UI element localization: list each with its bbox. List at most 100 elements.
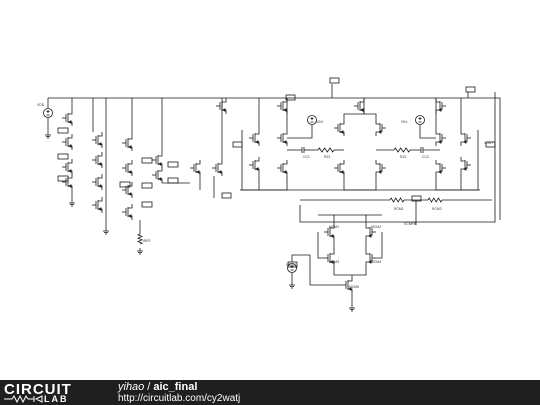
mcm4-mosfet <box>365 250 376 266</box>
label-cc1: CC1 <box>303 155 310 159</box>
mosfet-drain <box>158 152 163 157</box>
mosfet-drain <box>128 160 133 165</box>
mosfet-drain <box>128 182 133 187</box>
stage1-mosfet <box>435 130 446 146</box>
stage1-mosfet <box>460 157 471 173</box>
vbias-source-icon <box>287 263 297 273</box>
net-label-box <box>119 181 131 188</box>
net-label-box <box>57 175 69 182</box>
mosfet-drain <box>222 98 227 103</box>
mosfet-arrow <box>368 260 372 264</box>
mcm3-mosfet <box>324 250 335 266</box>
mosfet-arrow <box>368 234 372 238</box>
bias-mosfet <box>122 204 133 220</box>
net-label-box <box>141 157 153 164</box>
mosfet-drain <box>128 204 133 209</box>
net-label-box <box>465 86 476 93</box>
wire <box>435 173 462 191</box>
stage1-mosfet <box>277 160 288 176</box>
mosfet-arrow <box>128 192 132 196</box>
iref-resistor <box>136 233 144 245</box>
project-title-link[interactable]: aic_final <box>153 381 198 393</box>
mosfet-arrow <box>283 108 287 112</box>
stage1-mosfet <box>435 98 446 114</box>
mosfet-drain <box>283 130 288 135</box>
net-label-box <box>167 161 179 168</box>
wire <box>291 254 310 262</box>
label-group: VDD VIN+ VIN- VOUT VBIAS IREF CC1 CC2 RZ… <box>37 103 493 289</box>
wire <box>333 266 367 276</box>
net-label-box <box>57 153 69 160</box>
stage1-mosfet <box>277 130 288 146</box>
mosfet-arrow <box>463 167 467 171</box>
wire <box>317 232 324 259</box>
wire <box>48 97 501 220</box>
net-label-box <box>232 141 243 148</box>
mosfet-drain <box>435 98 440 103</box>
mosfet-drain <box>98 152 103 157</box>
mosfet-arrow <box>128 170 132 174</box>
input-pair-mosfet <box>375 120 386 136</box>
logo-wave-icon <box>4 394 43 404</box>
mosfet-arrow <box>330 234 334 238</box>
mosfet-arrow <box>378 130 382 134</box>
mosfet-drain <box>218 160 223 165</box>
wire <box>343 176 377 191</box>
mosfet-drain <box>365 224 370 229</box>
mosfet-drain <box>340 120 345 125</box>
source-body <box>307 115 317 125</box>
mosfet-arrow <box>68 120 72 124</box>
vin-plus-source-icon <box>307 115 317 125</box>
net-label-box <box>167 177 179 184</box>
mosfet-drain <box>68 159 73 164</box>
mosfet-arrow <box>463 140 467 144</box>
cc2-capacitor <box>420 147 424 153</box>
label-cc2: CC2 <box>422 155 429 159</box>
mcm5-mosfet <box>342 277 353 293</box>
wire <box>461 130 479 191</box>
mosfet-drain <box>255 157 260 162</box>
source-body <box>43 108 53 118</box>
stage1-mosfet <box>249 157 260 173</box>
net-label-box <box>141 182 153 189</box>
bias-mosfet <box>62 174 73 190</box>
net-label-box <box>485 141 496 148</box>
label-mcm2: MCM2 <box>371 225 381 229</box>
mosfet-arrow <box>348 287 352 291</box>
mosfet-drain <box>460 157 465 162</box>
project-author-link[interactable]: yihao <box>118 381 145 393</box>
logo-wordmark-top: CIRCUIT <box>4 381 72 398</box>
wire <box>343 98 365 120</box>
device-group <box>43 77 496 312</box>
mosfet-arrow <box>98 162 102 166</box>
mosfet-drain <box>98 197 103 202</box>
source-body <box>287 263 297 273</box>
project-url-link[interactable]: http://circuitlab.com/cy2watj <box>118 393 241 404</box>
ground-symbol <box>137 248 143 255</box>
vdd-source-icon <box>43 108 53 118</box>
bias-mosfet <box>212 160 223 176</box>
mosfet-arrow <box>340 170 344 174</box>
mosfet-arrow <box>158 177 162 181</box>
mosfet-arrow <box>438 170 442 174</box>
mosfet-drain <box>196 160 201 165</box>
project-separator: / <box>147 381 151 393</box>
label-mcm5: MCM5 <box>349 285 359 289</box>
mosfet-drain <box>460 130 465 135</box>
mosfet-arrow <box>128 145 132 149</box>
mosfet-arrow <box>128 214 132 218</box>
mcm2-mosfet <box>365 224 376 240</box>
mosfet-arrow <box>330 260 334 264</box>
mosfet-drain <box>375 120 380 125</box>
net-label-box <box>57 127 69 134</box>
mosfet-arrow <box>438 108 442 112</box>
label-vin-plus: VIN+ <box>316 120 324 124</box>
label-vout: VOUT <box>484 141 493 145</box>
circuitlab-logo[interactable]: CIRCUIT LAB <box>4 382 108 404</box>
bias-mosfet <box>92 152 103 168</box>
mosfet-drain <box>255 130 260 135</box>
mosfet-arrow <box>283 140 287 144</box>
mosfet-drain <box>283 160 288 165</box>
mosfet-arrow <box>283 170 287 174</box>
bias-mosfet <box>62 134 73 150</box>
